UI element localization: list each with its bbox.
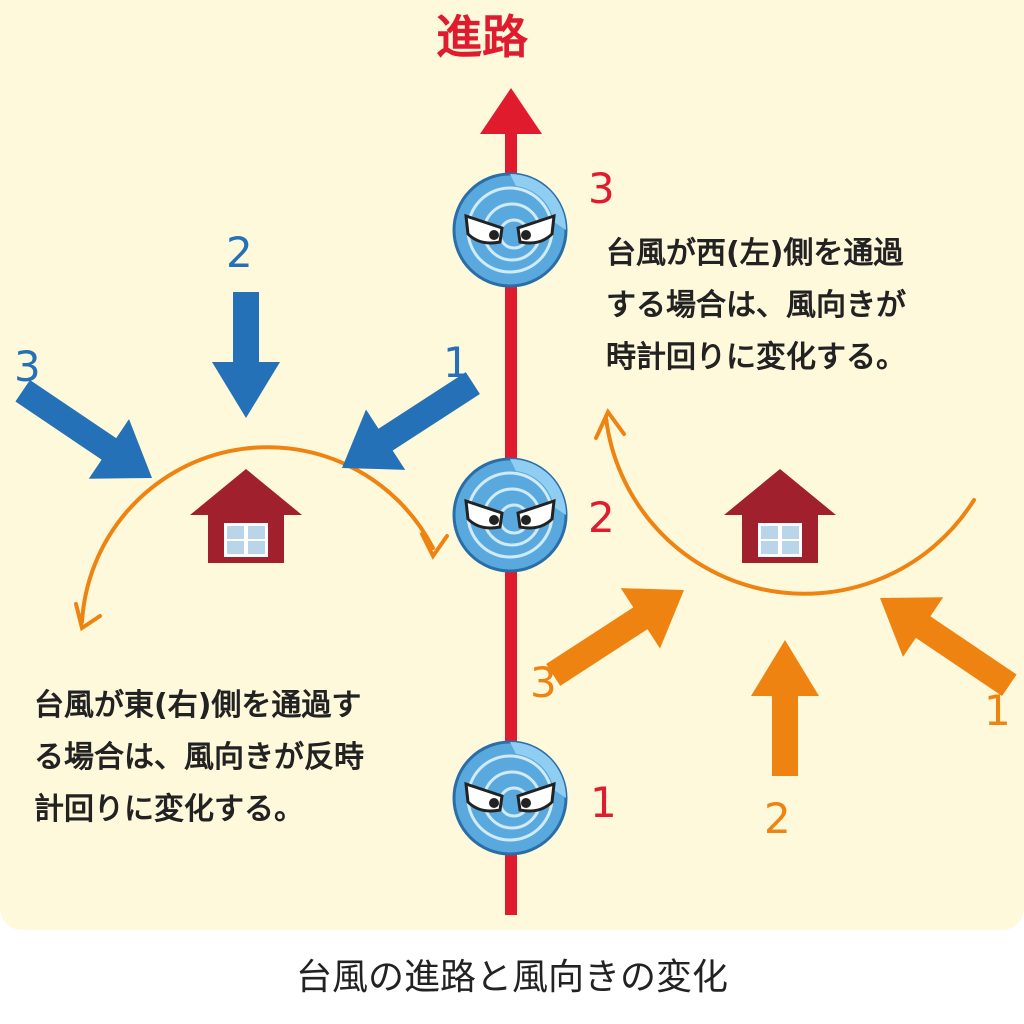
diagram-canvas [15,88,1017,915]
wind-arrow-icon [546,588,684,686]
wind-arrow-icon [15,379,152,479]
west-wind-number-3: 3 [530,658,557,707]
east-wind-number-3: 3 [14,342,41,391]
track-number-2: 2 [588,493,615,542]
typhoon-icon [452,740,568,856]
rotation-arrow-icon [74,445,449,632]
wind-arrow-icon [880,597,1017,697]
west-pass-line-3: 時計回りに変化する。 [606,340,906,375]
path-label: 進路 [436,10,528,64]
east-pass-description: 台風が東(右)側を通過す る場合は、風向きが反時 計回りに変化する。 [34,680,364,836]
track-number-3: 3 [588,164,615,213]
east-pass-line-2: る場合は、風向きが反時 [34,740,364,775]
rotation-arrow-icon [594,408,976,596]
east-wind-number-1: 1 [443,338,470,387]
west-pass-line-2: する場合は、風向きが [606,288,906,323]
wind-arrow-icon [751,640,819,776]
house-icon [190,469,302,563]
east-pass-line-3: 計回りに変化する。 [34,792,304,827]
figure-caption: 台風の進路と風向きの変化 [295,957,728,998]
typhoon-icon [452,457,568,573]
west-wind-number-2: 2 [764,794,791,843]
west-pass-line-1: 台風が西(左)側を通過 [606,236,904,271]
west-pass-description: 台風が西(左)側を通過 する場合は、風向きが 時計回りに変化する。 [606,228,906,384]
east-wind-number-2: 2 [226,228,253,277]
wind-arrow-icon [212,292,280,418]
east-pass-line-1: 台風が東(右)側を通過す [34,688,362,723]
house-icon [724,469,836,563]
typhoon-icon [452,172,568,288]
wind-arrow-icon [342,372,480,470]
track-number-1: 1 [590,778,617,827]
track-arrowhead-icon [480,88,542,134]
west-wind-number-1: 1 [984,686,1011,735]
